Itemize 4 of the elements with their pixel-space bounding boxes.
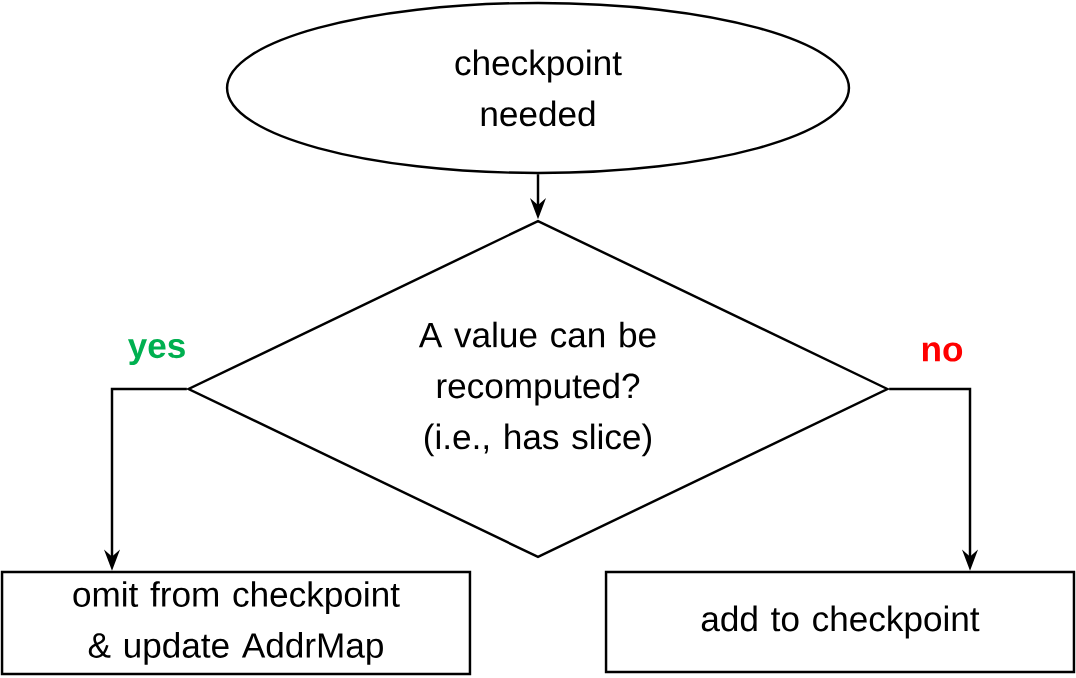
edge-label: yes [127, 338, 185, 366]
edge-label: no [922, 342, 963, 362]
process-box: add to checkpoint [604, 570, 1076, 674]
process-box: omit from checkpoint & update AddrMap [0, 570, 472, 676]
